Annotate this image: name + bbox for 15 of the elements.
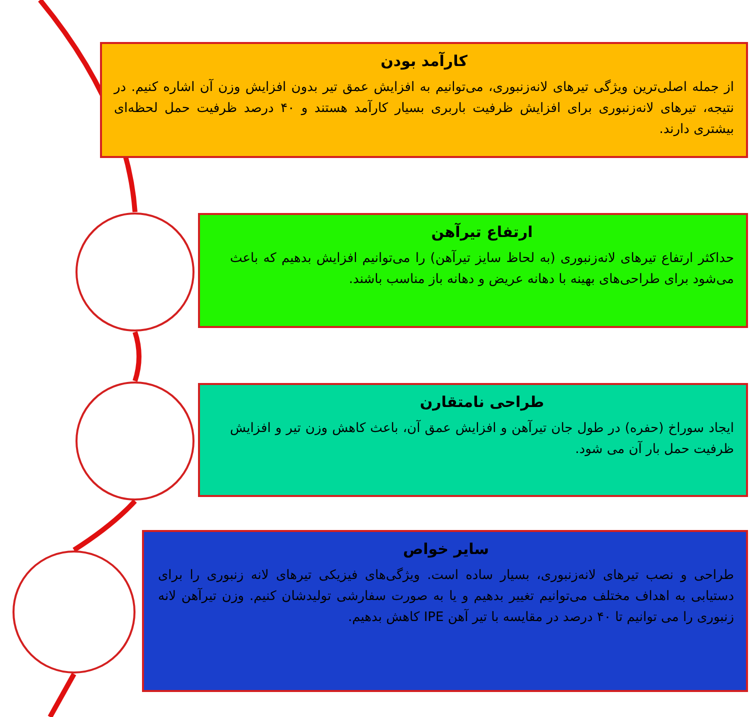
info-panel xyxy=(198,383,748,497)
panel-heading: سایر خواص xyxy=(402,540,490,558)
panel-text: حداکثر ارتفاع تیرهای لانه‌زنبوری (به لحاظ سایز تیرآهن) را می‌توانیم افزایش بدهیم که باعث می‌شود برای طراحی‌های بهینه با دهانه عریض و دهانه باز مناسب باشند. xyxy=(230,249,734,289)
panel-text: ایجاد سوراخ (حفره) در طول جان تیرآهن و افزایش عمق آن، باعث کاهش وزن تیر و افزایش ظرفیت حمل بار آن می شود. xyxy=(230,419,734,459)
connector-line xyxy=(132,331,142,382)
connector-line xyxy=(72,499,137,552)
info-panel xyxy=(100,42,748,158)
panel-text: از جمله اصلی‌ترین ویژگی تیرهای لانه‌زنبوری، می‌توانیم به افزایش عمق تیر بدون افزایش وزن آن اشاره کنیم. در نتیجه، تیرهای لانه‌زنبوری برای افزایش ظرفیت باربری بسیار کارآمد هستند و ۴۰ درصد ظرفیت حمل لحظه‌ای بیشتری دارند. xyxy=(114,78,734,139)
panel-heading: کارآمد بودن xyxy=(380,52,468,70)
connector-line xyxy=(48,672,76,717)
info-panel xyxy=(198,213,748,328)
panel-heading: ارتفاع تیرآهن xyxy=(430,223,534,241)
info-panel xyxy=(142,530,748,692)
panel-heading: طراحی نامتقارن xyxy=(418,393,546,411)
panel-text: طراحی و نصب تیرهای لانه‌زنبوری، بسیار ساده است. ویژگی‌های فیزیکی تیرهای لانه زنبوری را برای دستیابی به اهداف مختلف می‌توانیم تغییر بدهیم و یا به صورت سفارشی تولیدشان کنیم. وزن تیرآهن لانه زنبوری را می توانیم تا ۴۰ درصد در مقایسه با تیر آهن IPE کاهش بدهیم. xyxy=(158,566,734,627)
